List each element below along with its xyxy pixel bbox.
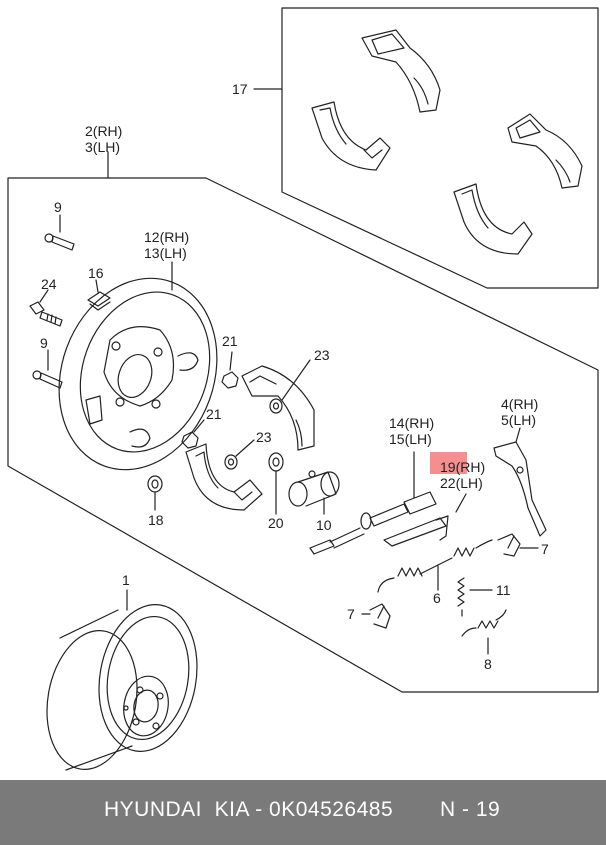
assembly-frame [7, 177, 599, 693]
backing-plate [58, 261, 218, 471]
nut-21-lower [181, 419, 205, 449]
callout-9-upper: 9 [54, 199, 62, 215]
callout-21-upper: 21 [222, 333, 238, 349]
callout-20: 20 [268, 515, 284, 531]
callout-15: 15(LH) [389, 431, 432, 447]
callout-23-lower: 23 [256, 429, 272, 445]
lever-parking [383, 493, 467, 547]
callout-22: 22(LH) [440, 475, 483, 491]
callout-10: 10 [316, 517, 332, 533]
brake-shoe-kit [311, 29, 583, 255]
spring-11 [457, 577, 493, 617]
callout-21-lower: 21 [206, 406, 222, 422]
callout-18: 18 [148, 512, 164, 528]
callout-24: 24 [41, 276, 57, 292]
spring-6 [377, 539, 493, 593]
callout-7-left: 7 [347, 606, 355, 622]
callout-5: 5(LH) [501, 412, 536, 428]
brake-drum [46, 589, 198, 771]
callout-9-lower: 9 [40, 335, 48, 351]
clip-7-right [497, 533, 539, 557]
wheel-cylinder [288, 470, 340, 515]
brake-exploded-diagram: 17 2(RH) 3(LH) 9 16 24 12(RH) 13(LH) 9 2… [7, 7, 599, 771]
callout-7-right: 7 [541, 541, 549, 557]
callout-4: 4(RH) [501, 396, 538, 412]
shoe-kit-frame [281, 7, 599, 289]
shoe-lower [185, 443, 263, 511]
adjuster-strut [309, 451, 437, 555]
nut-21-upper [221, 351, 239, 389]
callout-11: 11 [496, 582, 511, 598]
plug-18 [147, 475, 163, 511]
callout-19: 19(RH) [440, 459, 485, 475]
footer-page-number: N - 19 [440, 798, 501, 821]
callout-2: 2(RH) [85, 123, 122, 139]
pad-16 [87, 279, 111, 311]
callout-8: 8 [484, 656, 492, 672]
callout-3: 3(LH) [85, 139, 120, 155]
bolt-9-lower [32, 349, 63, 389]
callout-12: 12(RH) [144, 229, 189, 245]
lever-arm [493, 427, 547, 537]
callout-13: 13(LH) [144, 245, 187, 261]
washer-23-upper [269, 359, 311, 414]
shoe-upper [241, 365, 315, 451]
highlight-part-19 [430, 452, 467, 474]
callout-16: 16 [88, 265, 104, 281]
bolt-24 [29, 289, 63, 327]
callout-23-upper: 23 [314, 347, 330, 363]
footer-part-number: HYUNDAI KIA - 0K04526485 [104, 798, 394, 821]
bolt-9-upper [44, 214, 75, 251]
callout-1: 1 [122, 572, 130, 588]
cup-20 [268, 452, 284, 515]
spring-8 [461, 609, 507, 655]
callout-17: 17 [232, 81, 248, 97]
callout-14: 14(RH) [389, 415, 434, 431]
footer-bar: HYUNDAI KIA - 0K04526485 N - 19 [0, 780, 606, 845]
callout-6: 6 [433, 590, 441, 606]
washer-23-lower [224, 439, 255, 470]
clip-7-left [361, 603, 391, 629]
